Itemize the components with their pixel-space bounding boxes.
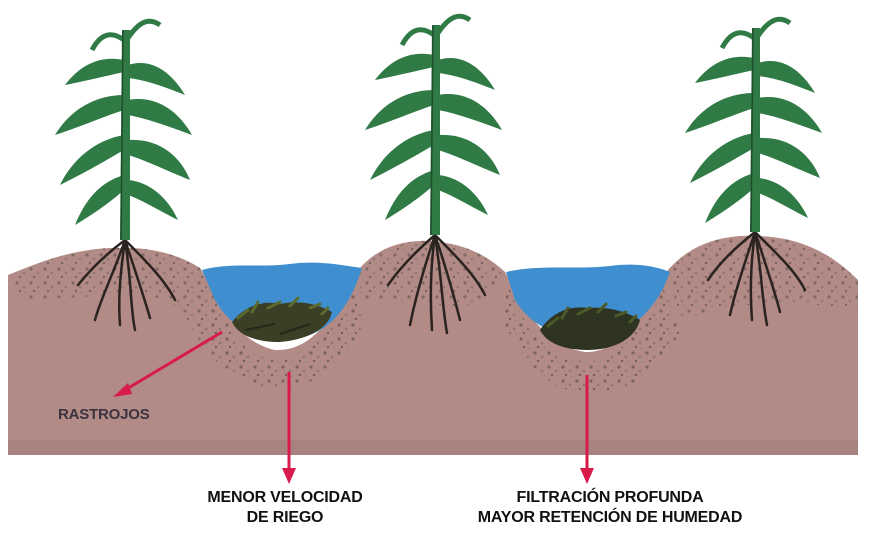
label-rastrojos: RASTROJOS [58,406,150,423]
label-filtracion-line1: FILTRACIÓN PROFUNDA [420,488,800,508]
label-menor-line1: MENOR VELOCIDAD [160,488,410,508]
label-filtracion-line2: MAYOR RETENCIÓN DE HUMEDAD [420,508,800,528]
soil-base [8,440,858,455]
label-menor-line2: DE RIEGO [160,508,410,528]
corn-plant-icon [685,19,822,232]
label-filtracion-profunda: FILTRACIÓN PROFUNDA MAYOR RETENCIÓN DE H… [420,488,800,528]
corn-plant-icon [55,21,192,240]
label-menor-velocidad: MENOR VELOCIDAD DE RIEGO [160,488,410,528]
corn-plant-icon [365,16,502,235]
